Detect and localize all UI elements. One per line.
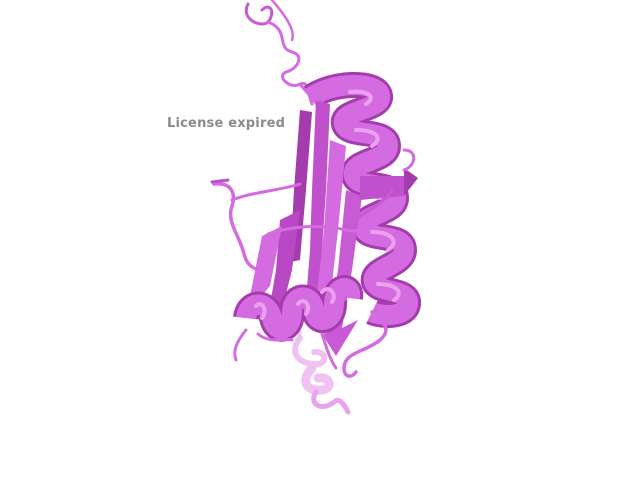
beta-sheet [250, 100, 418, 356]
loops [210, 82, 416, 378]
left-helix [233, 275, 364, 342]
license-expired-watermark: License expired [167, 116, 286, 131]
